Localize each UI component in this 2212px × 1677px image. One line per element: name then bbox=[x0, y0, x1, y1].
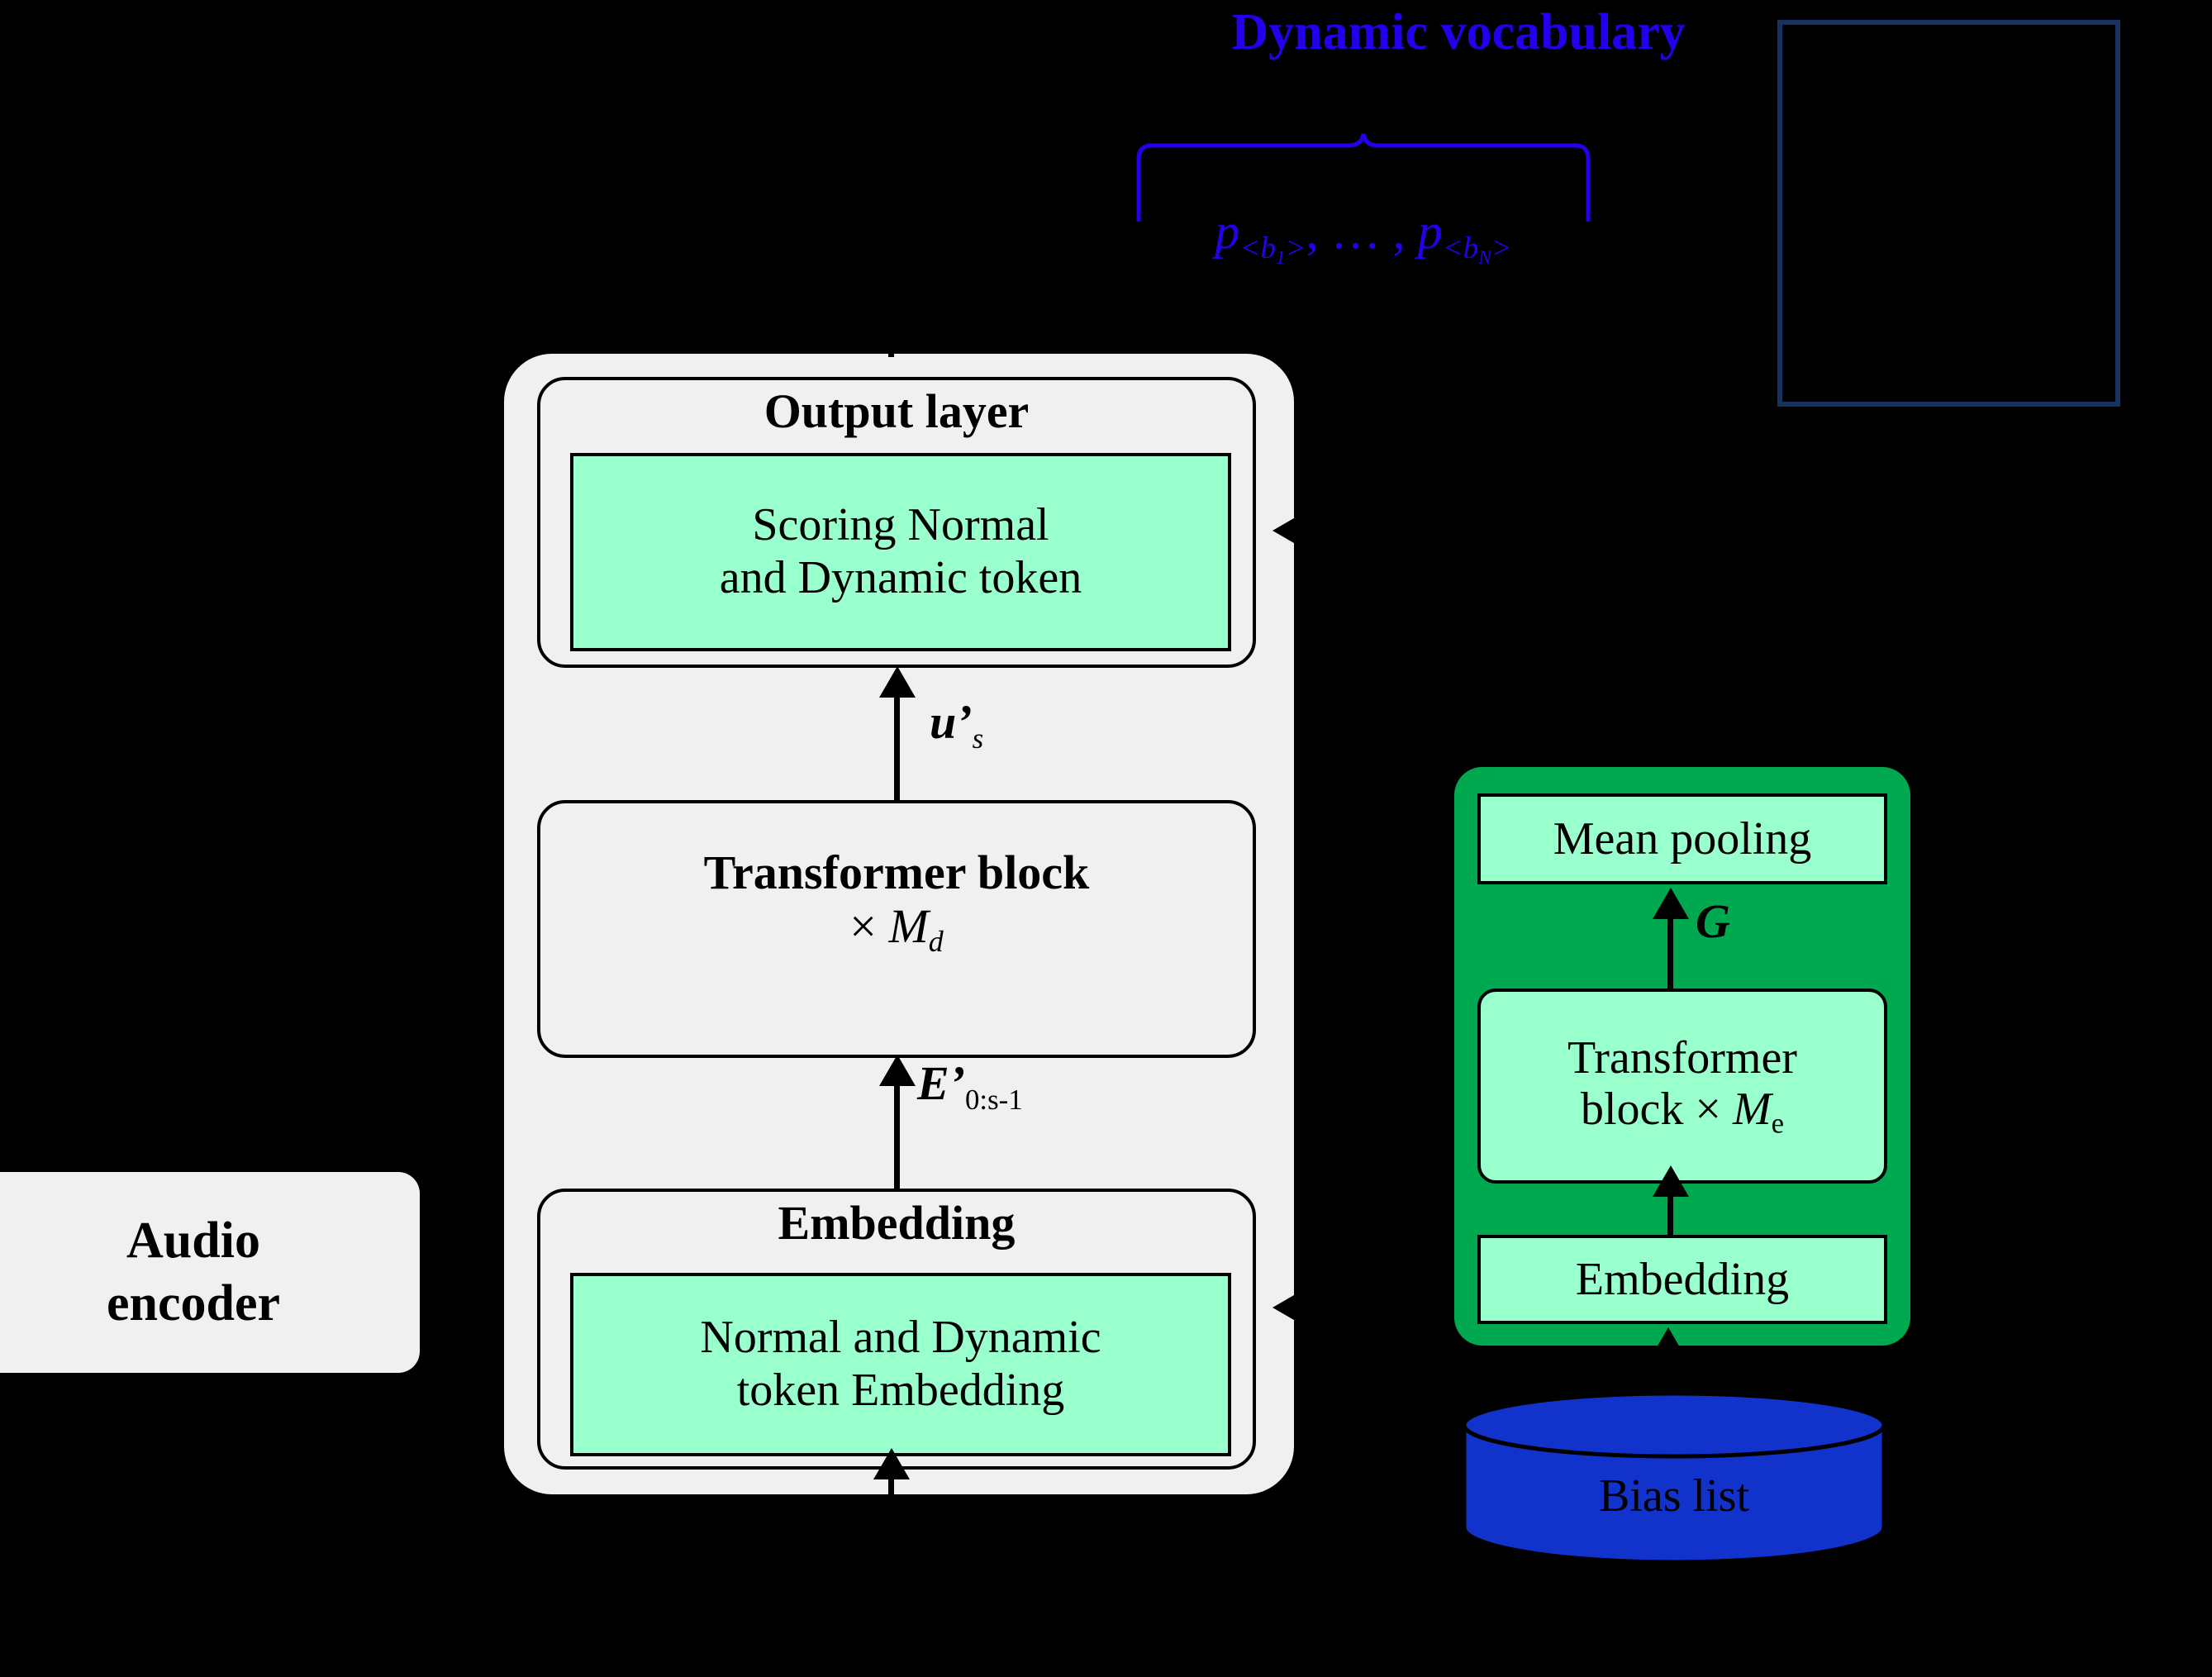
bias-embedding-label: Embedding bbox=[1575, 1253, 1790, 1305]
scoring-line2: and Dynamic token bbox=[719, 552, 1082, 603]
audio-encoder-block[interactable]: Audio encoder bbox=[0, 1172, 420, 1373]
legend-frame-box bbox=[1777, 20, 2120, 407]
us-edge-arrowhead bbox=[879, 666, 916, 698]
edge-label-us-prime: ’ bbox=[956, 695, 973, 749]
bias-transformer-label: Transformer block × Me bbox=[1567, 1032, 1797, 1141]
biaslist-to-encoder-arrowhead bbox=[1650, 1327, 1686, 1359]
g-edge-arrowhead bbox=[1653, 888, 1689, 919]
embedding-line1: Normal and Dynamic bbox=[700, 1312, 1101, 1364]
embedding-line2: token Embedding bbox=[736, 1365, 1065, 1416]
edge-label-g: G bbox=[1696, 894, 1730, 948]
bias-embedding-box[interactable]: Embedding bbox=[1477, 1235, 1887, 1324]
decoder-transformer-block[interactable]: Transformer block × Md bbox=[537, 800, 1256, 1058]
formula-sub1-open: <b bbox=[1239, 231, 1276, 265]
bias-transformer-var: M bbox=[1732, 1084, 1772, 1136]
bias-transformer-block[interactable]: Transformer block × Me bbox=[1477, 989, 1887, 1184]
e-edge-line bbox=[894, 1081, 900, 1189]
output-layer-block[interactable]: Output layer Scoring Normal and Dynamic … bbox=[537, 377, 1256, 668]
edge-label-e-symbol: E bbox=[917, 1056, 949, 1110]
formula-p2: p bbox=[1417, 204, 1443, 259]
decoder-transformer-times: × bbox=[849, 898, 877, 953]
dynamic-vocabulary-title: Dynamic vocabulary bbox=[1231, 4, 1686, 60]
formula-sub2-index: N bbox=[1478, 245, 1491, 268]
decoder-input-line bbox=[888, 1471, 894, 1587]
decoder-embedding-title: Embedding bbox=[778, 1196, 1016, 1250]
scoring-token-label: Scoring Normal and Dynamic token bbox=[720, 499, 1082, 605]
decoder-transformer-line1: Transformer block bbox=[703, 846, 1090, 899]
dynamic-vocabulary-brace bbox=[1136, 133, 1591, 222]
e-edge-arrowhead bbox=[879, 1055, 916, 1086]
decoder-transformer-sub: d bbox=[928, 924, 944, 958]
edge-label-us-symbol: u bbox=[930, 695, 957, 749]
scoring-line1: Scoring Normal bbox=[752, 499, 1049, 551]
decoder-output-line bbox=[888, 248, 894, 357]
audio-encoder-line1: Audio bbox=[126, 1212, 260, 1269]
edge-label-us-sub: s bbox=[972, 722, 984, 755]
mean-pooling-label: Mean pooling bbox=[1553, 812, 1812, 865]
bias-to-embedding-arrowhead bbox=[1272, 1289, 1304, 1326]
bias-list-cylinder-shape bbox=[1462, 1391, 1886, 1565]
bias-to-embedding-line bbox=[1304, 1304, 1453, 1310]
edge-label-e: E’0:s-1 bbox=[917, 1060, 1023, 1115]
formula-p1: p bbox=[1215, 204, 1240, 259]
bias-list-cylinder[interactable]: Bias list bbox=[1461, 1390, 1887, 1565]
bias-transformer-line1: Transformer bbox=[1567, 1031, 1797, 1084]
output-layer-title: Output layer bbox=[763, 384, 1030, 438]
bias-embed-to-transformer-arrowhead bbox=[1653, 1165, 1689, 1197]
bias-transformer-line2: block × bbox=[1580, 1084, 1733, 1136]
formula-separator: , … , bbox=[1306, 204, 1418, 259]
bias-embed-to-transformer-line bbox=[1667, 1190, 1673, 1236]
biaslist-to-encoder-line bbox=[1665, 1354, 1671, 1397]
decoder-container: Output layer Scoring Normal and Dynamic … bbox=[504, 354, 1294, 1494]
normal-dynamic-embedding-box[interactable]: Normal and Dynamic token Embedding bbox=[570, 1273, 1231, 1456]
bias-to-output-arrowhead bbox=[1272, 512, 1304, 549]
formula-sub2-open: <b bbox=[1442, 231, 1479, 265]
scoring-token-box[interactable]: Scoring Normal and Dynamic token bbox=[570, 453, 1231, 651]
decoder-input-arrowhead bbox=[873, 1448, 910, 1479]
decoder-transformer-var: M bbox=[888, 898, 929, 953]
decoder-transformer-label: Transformer block × Md bbox=[540, 846, 1253, 958]
edge-label-e-prime: ’ bbox=[949, 1056, 966, 1110]
bias-list-label: Bias list bbox=[1598, 1470, 1750, 1522]
decoder-embedding-block[interactable]: Embedding Normal and Dynamic token Embed… bbox=[537, 1189, 1256, 1470]
audio-encoder-label: Audio encoder bbox=[107, 1210, 280, 1335]
us-edge-line bbox=[894, 693, 900, 800]
normal-dynamic-embedding-label: Normal and Dynamic token Embedding bbox=[700, 1312, 1101, 1417]
mean-pooling-box[interactable]: Mean pooling bbox=[1477, 793, 1887, 884]
bias-to-output-line bbox=[1304, 527, 1453, 533]
audio-to-decoder-line bbox=[459, 886, 509, 892]
formula-sub2-close: > bbox=[1491, 231, 1512, 265]
edge-label-e-sub: 0:s-1 bbox=[965, 1083, 1023, 1116]
edge-label-us: u’s bbox=[930, 698, 983, 754]
dynamic-vocabulary-formula: p<b1>, … , p<bN> bbox=[1107, 207, 1620, 267]
bias-transformer-sub: e bbox=[1771, 1107, 1785, 1140]
g-edge-line bbox=[1667, 914, 1673, 990]
formula-sub1-index: 1 bbox=[1275, 245, 1286, 268]
bias-encoder-container: Mean pooling G Transformer block × Me Em… bbox=[1454, 767, 1910, 1346]
audio-encoder-line2: encoder bbox=[106, 1274, 281, 1332]
formula-sub1-close: > bbox=[1285, 231, 1306, 265]
